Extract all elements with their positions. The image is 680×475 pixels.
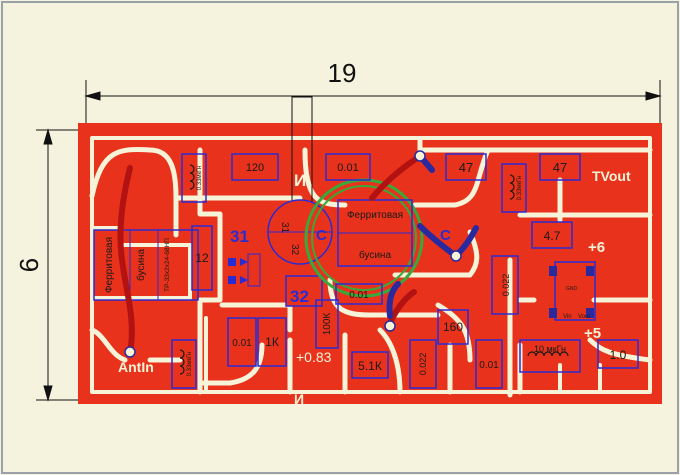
module-pins [549,266,594,318]
c001-top-label: 0.01 [337,162,358,174]
tvout-label: TVout [592,168,631,184]
board-labels: TVout +6 +5 AntIn +0.83 И И [118,168,631,407]
t32-label: 32 [290,287,309,306]
c0022-bot-label: 0.022 [418,353,428,376]
coil-label-1: 0.33мкГн [197,166,203,191]
coil-label-2: 0.33мкГн [517,176,523,201]
r120-label: 120 [246,162,264,174]
bead-label-2: бусина [359,249,392,261]
c001-left-label: 0.01 [232,338,252,349]
transistor-labels: 31 32 С С 31 32 Vin Vout GND [230,222,590,320]
height-dimension: 9 [14,258,44,272]
pin-c-left: С [316,227,327,244]
diode-symbols [228,253,261,287]
isolation-traces [89,136,653,398]
antin-label: AntIn [118,359,154,375]
l10-label: 10 мкГн [534,344,566,354]
wire-pads [124,150,462,358]
r51k-label: 5.1К [358,359,382,373]
coil-label-3: 0.33мкГн [187,352,193,377]
body-32: 32 [289,244,300,256]
c47-label: 4.7 [544,229,561,243]
r1k-label: 1К [265,335,279,349]
t31-label: 31 [230,227,249,246]
module-vout: Vout [578,314,590,320]
pin-c-right: С [440,227,451,244]
module-vin: Vin [563,314,572,320]
ferrite-bead-left [93,229,199,301]
body-31: 31 [279,222,290,234]
c001-mid-label: 0.01 [349,290,369,301]
ferrite-label-1: Ферритовая [104,237,115,293]
c0022-right-label: 0.022 [501,274,511,297]
r47b-label: 47 [553,160,567,175]
width-dimension: 19 [328,58,357,88]
component-labels: 120 0.01 47 47 4.7 12 0.022 0.01 100К 16… [195,160,626,375]
component-outlines [171,153,639,389]
plus5-label: +5 [584,325,601,342]
coil-symbols [179,164,569,375]
r100k-label: 100К [322,313,333,336]
dimension-lines [36,80,662,402]
pin-i-top: И [294,171,306,190]
tr-label: ТР-33x2x24-68НП [164,238,171,292]
c001-bot-label: 0.01 [479,360,499,371]
r160-label: 160 [443,320,463,334]
ferrite-label-2: Ферритовая [347,210,403,221]
r10-label: 1.0 [610,348,627,362]
r47a-label: 47 [459,160,473,175]
bead-label-1: бусина [135,249,147,282]
plus6-label: +6 [588,239,605,256]
toroid-ring-inner [311,185,417,291]
module-gnd: GND [566,286,578,292]
pin-i-bottom: И [294,391,304,407]
plus083-label: +0.83 [296,349,332,365]
r12-label: 12 [195,251,209,265]
